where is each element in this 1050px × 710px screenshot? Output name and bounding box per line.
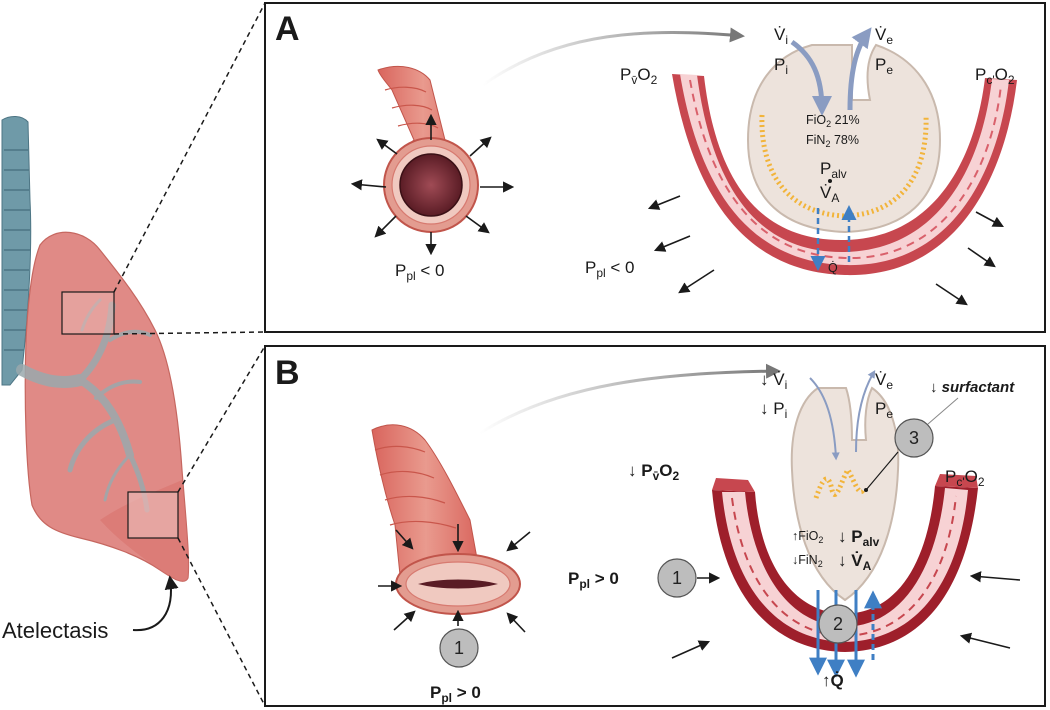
marker-3-surfactant: 3 — [894, 418, 934, 458]
ppl-bottom-b: Ppl > 0 — [430, 683, 481, 705]
zoom-box-upper — [61, 291, 115, 335]
lung-illustration: Atelectasis — [1, 116, 190, 643]
panel-b-frame — [264, 345, 1046, 707]
panel-a: A Ppl < 0 — [264, 2, 1046, 333]
panel-b: B 1 Ppl > 0 — [264, 345, 1046, 707]
fio2-label-b: ↑FiO2 — [792, 529, 823, 545]
pvo2-label-b: ↓ Pv̄O2 — [628, 461, 679, 483]
vi-label-b: ↓ V̇i — [760, 370, 787, 392]
airway-radial-arrows — [350, 113, 515, 256]
fin2-label-a: FiN2 78% — [806, 133, 859, 149]
surfactant-leader — [927, 397, 959, 425]
fio2-label-a: FiO2 21% — [806, 113, 860, 129]
alveolar-dot-a — [828, 179, 832, 183]
svg-text:2: 2 — [833, 614, 843, 634]
atelectasis-pointer — [132, 575, 179, 632]
marker-3-leader — [865, 451, 899, 491]
pi-label-a: Pi — [774, 55, 788, 77]
va-label-b: ↓ V̇A — [838, 551, 872, 573]
pe-label-b: Pe — [875, 399, 893, 421]
ve-label-a: V̇e — [875, 25, 893, 47]
outward-arrows-a — [647, 195, 1004, 306]
pco2-label-a: Pc'O2 — [975, 65, 1015, 87]
capillary-a — [672, 74, 1017, 276]
panel-b-letter: B — [275, 354, 300, 392]
alveolus-a — [746, 43, 942, 234]
airway-compression-arrows — [378, 524, 531, 633]
airway-open — [350, 65, 515, 256]
zoom-arrow-b — [479, 363, 781, 435]
zoom-box-lower — [127, 491, 179, 539]
q-label-b: ↑Q̇ — [822, 671, 844, 690]
surfactant-layer-b — [813, 465, 867, 499]
va-label-a: V̇A — [820, 183, 839, 205]
pco2-label-b: Pc'O2 — [945, 467, 985, 489]
pi-label-b: ↓ Pi — [760, 399, 787, 421]
zoom-arrow-a — [482, 27, 745, 87]
inflow-arrow-b — [809, 377, 840, 461]
panel-a-letter: A — [275, 10, 300, 48]
surfactant-label-b: ↓ surfactant — [930, 379, 1015, 396]
gas-exchange-arrows-a — [810, 205, 857, 271]
fin2-label-b: ↓FiN2 — [792, 553, 823, 569]
svg-text:1: 1 — [672, 568, 682, 588]
compression-arrows-b — [671, 571, 1021, 659]
airway-lumen-collapsed — [418, 579, 498, 589]
marker-1-pleural: 1 — [657, 558, 697, 598]
pe-label-a: Pe — [875, 55, 893, 77]
marker-1-airway: 1 — [439, 628, 479, 668]
atelectasis-label: Atelectasis — [2, 618, 108, 643]
inflow-arrow-a — [790, 39, 832, 116]
marker-2-vessel: 2 — [818, 604, 858, 644]
alveolus-b — [790, 386, 900, 602]
svg-text:1: 1 — [454, 638, 464, 658]
outflow-arrow-b — [855, 369, 876, 453]
trachea-rings — [4, 149, 30, 351]
palv-label-b: ↓ Palv — [838, 527, 880, 549]
ve-label-b: V̇e — [875, 370, 893, 392]
surfactant-layer-a — [759, 114, 929, 219]
palv-label-a: Palv — [820, 159, 847, 181]
zoom-lines — [113, 2, 266, 707]
capillary-b — [712, 474, 978, 652]
q-label-a: Q̇ — [828, 261, 838, 275]
airway-collapsed — [371, 424, 531, 633]
ppl-mid-b: Ppl > 0 — [568, 569, 619, 591]
outflow-arrow-a — [847, 27, 872, 111]
vi-label-a: V̇i — [774, 25, 788, 47]
pvo2-label-a: Pv̄O2 — [620, 65, 658, 87]
ppl-airway-a: Ppl < 0 — [395, 261, 445, 283]
svg-text:3: 3 — [909, 428, 919, 448]
ppl-alv-a: Ppl < 0 — [585, 258, 635, 280]
airway-lumen — [399, 153, 463, 217]
